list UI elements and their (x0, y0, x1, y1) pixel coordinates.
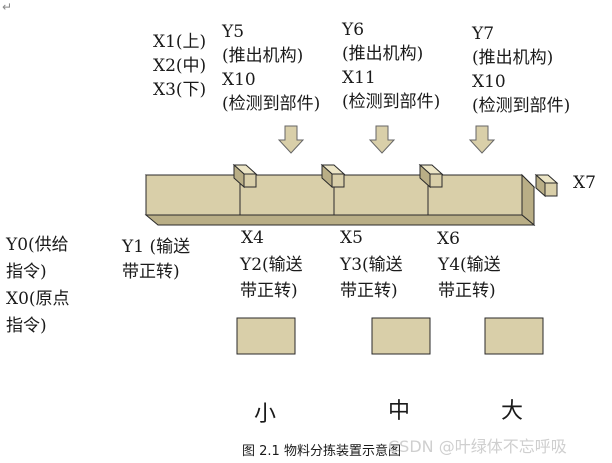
watermark: CSDN @叶绿体不忘呼吸 (388, 437, 567, 456)
y4-line2: 带正转) (438, 281, 496, 301)
station-2-sensor: X11 (342, 68, 376, 88)
sensor-cube-x7 (534, 173, 559, 198)
y2-label: Y2(输送 带正转) (240, 252, 303, 304)
station-2-labels: Y6 (推出机构) X11 (检测到部件) (342, 18, 440, 114)
station-3-sensor: X10 (472, 72, 506, 92)
y2-line2: 带正转) (240, 281, 298, 301)
station-3-labels: Y7 (推出机构) X10 (检测到部件) (472, 22, 570, 118)
station-2-sensor-desc: (检测到部件) (342, 92, 441, 112)
bin-label-small: 小 (254, 402, 277, 427)
y4-line1: Y4(输送 (438, 255, 501, 275)
bin-label-medium: 中 (388, 399, 411, 424)
sensor-cube-x6 (418, 163, 444, 189)
station-1-output: Y5 (222, 22, 245, 42)
station-3-sensor-desc: (检测到部件) (472, 96, 571, 116)
station-1-output-desc: (推出机构) (222, 46, 304, 66)
y3-line2: 带正转) (340, 281, 398, 301)
station-3-output: Y7 (472, 24, 495, 44)
bin-label-large: 大 (501, 399, 524, 424)
push-arrow-2 (368, 125, 396, 154)
return-mark: ↵ (2, 0, 13, 14)
bin-small (236, 317, 296, 355)
y0-line1: Y0(供给 (6, 235, 69, 255)
supply-command: Y0(供给 指令) X0(原点 指令) (6, 232, 70, 340)
y1-label: Y1 (输送 带正转) (122, 235, 190, 285)
end-sensor-x7: X7 (573, 173, 596, 193)
sensor-x3-label: X3(下) (153, 80, 207, 100)
y2-line1: Y2(输送 (240, 255, 303, 275)
y3-label: Y3(输送 带正转) (340, 252, 403, 304)
sensor-x1-label: X1(上) (153, 32, 207, 52)
pos-sensor-x6: X6 (437, 229, 460, 249)
station-1-labels: Y5 (推出机构) X10 (检测到部件) (222, 20, 320, 116)
figure-caption: 图 2.1 物料分拣装置示意图 (242, 444, 401, 459)
y1-line1: Y1 (输送 (122, 237, 191, 257)
push-arrow-1 (277, 125, 305, 154)
bin-large (484, 317, 544, 355)
push-arrow-3 (468, 125, 496, 154)
height-sensors: X1(上) X2(中) X3(下) (153, 30, 206, 102)
y4-label: Y4(输送 带正转) (438, 252, 501, 304)
y0-line2: 指令) (6, 262, 47, 282)
y1-line2: 带正转) (122, 262, 180, 282)
pos-sensor-x4: X4 (241, 228, 264, 248)
y3-line1: Y3(输送 (340, 255, 403, 275)
sensor-cube-x4 (232, 163, 258, 189)
x0-line2: 指令) (6, 316, 47, 336)
station-3-output-desc: (推出机构) (472, 48, 554, 68)
station-2-output: Y6 (342, 20, 365, 40)
station-2-output-desc: (推出机构) (342, 44, 424, 64)
station-1-sensor-desc: (检测到部件) (222, 94, 321, 114)
bin-medium (371, 317, 431, 355)
sensor-cube-x5 (320, 163, 346, 189)
conveyor-bottom-face (144, 214, 536, 226)
x0-line1: X0(原点 (6, 289, 70, 309)
sensor-x2-label: X2(中) (153, 56, 207, 76)
station-1-sensor: X10 (222, 70, 256, 90)
pos-sensor-x5: X5 (340, 228, 363, 248)
